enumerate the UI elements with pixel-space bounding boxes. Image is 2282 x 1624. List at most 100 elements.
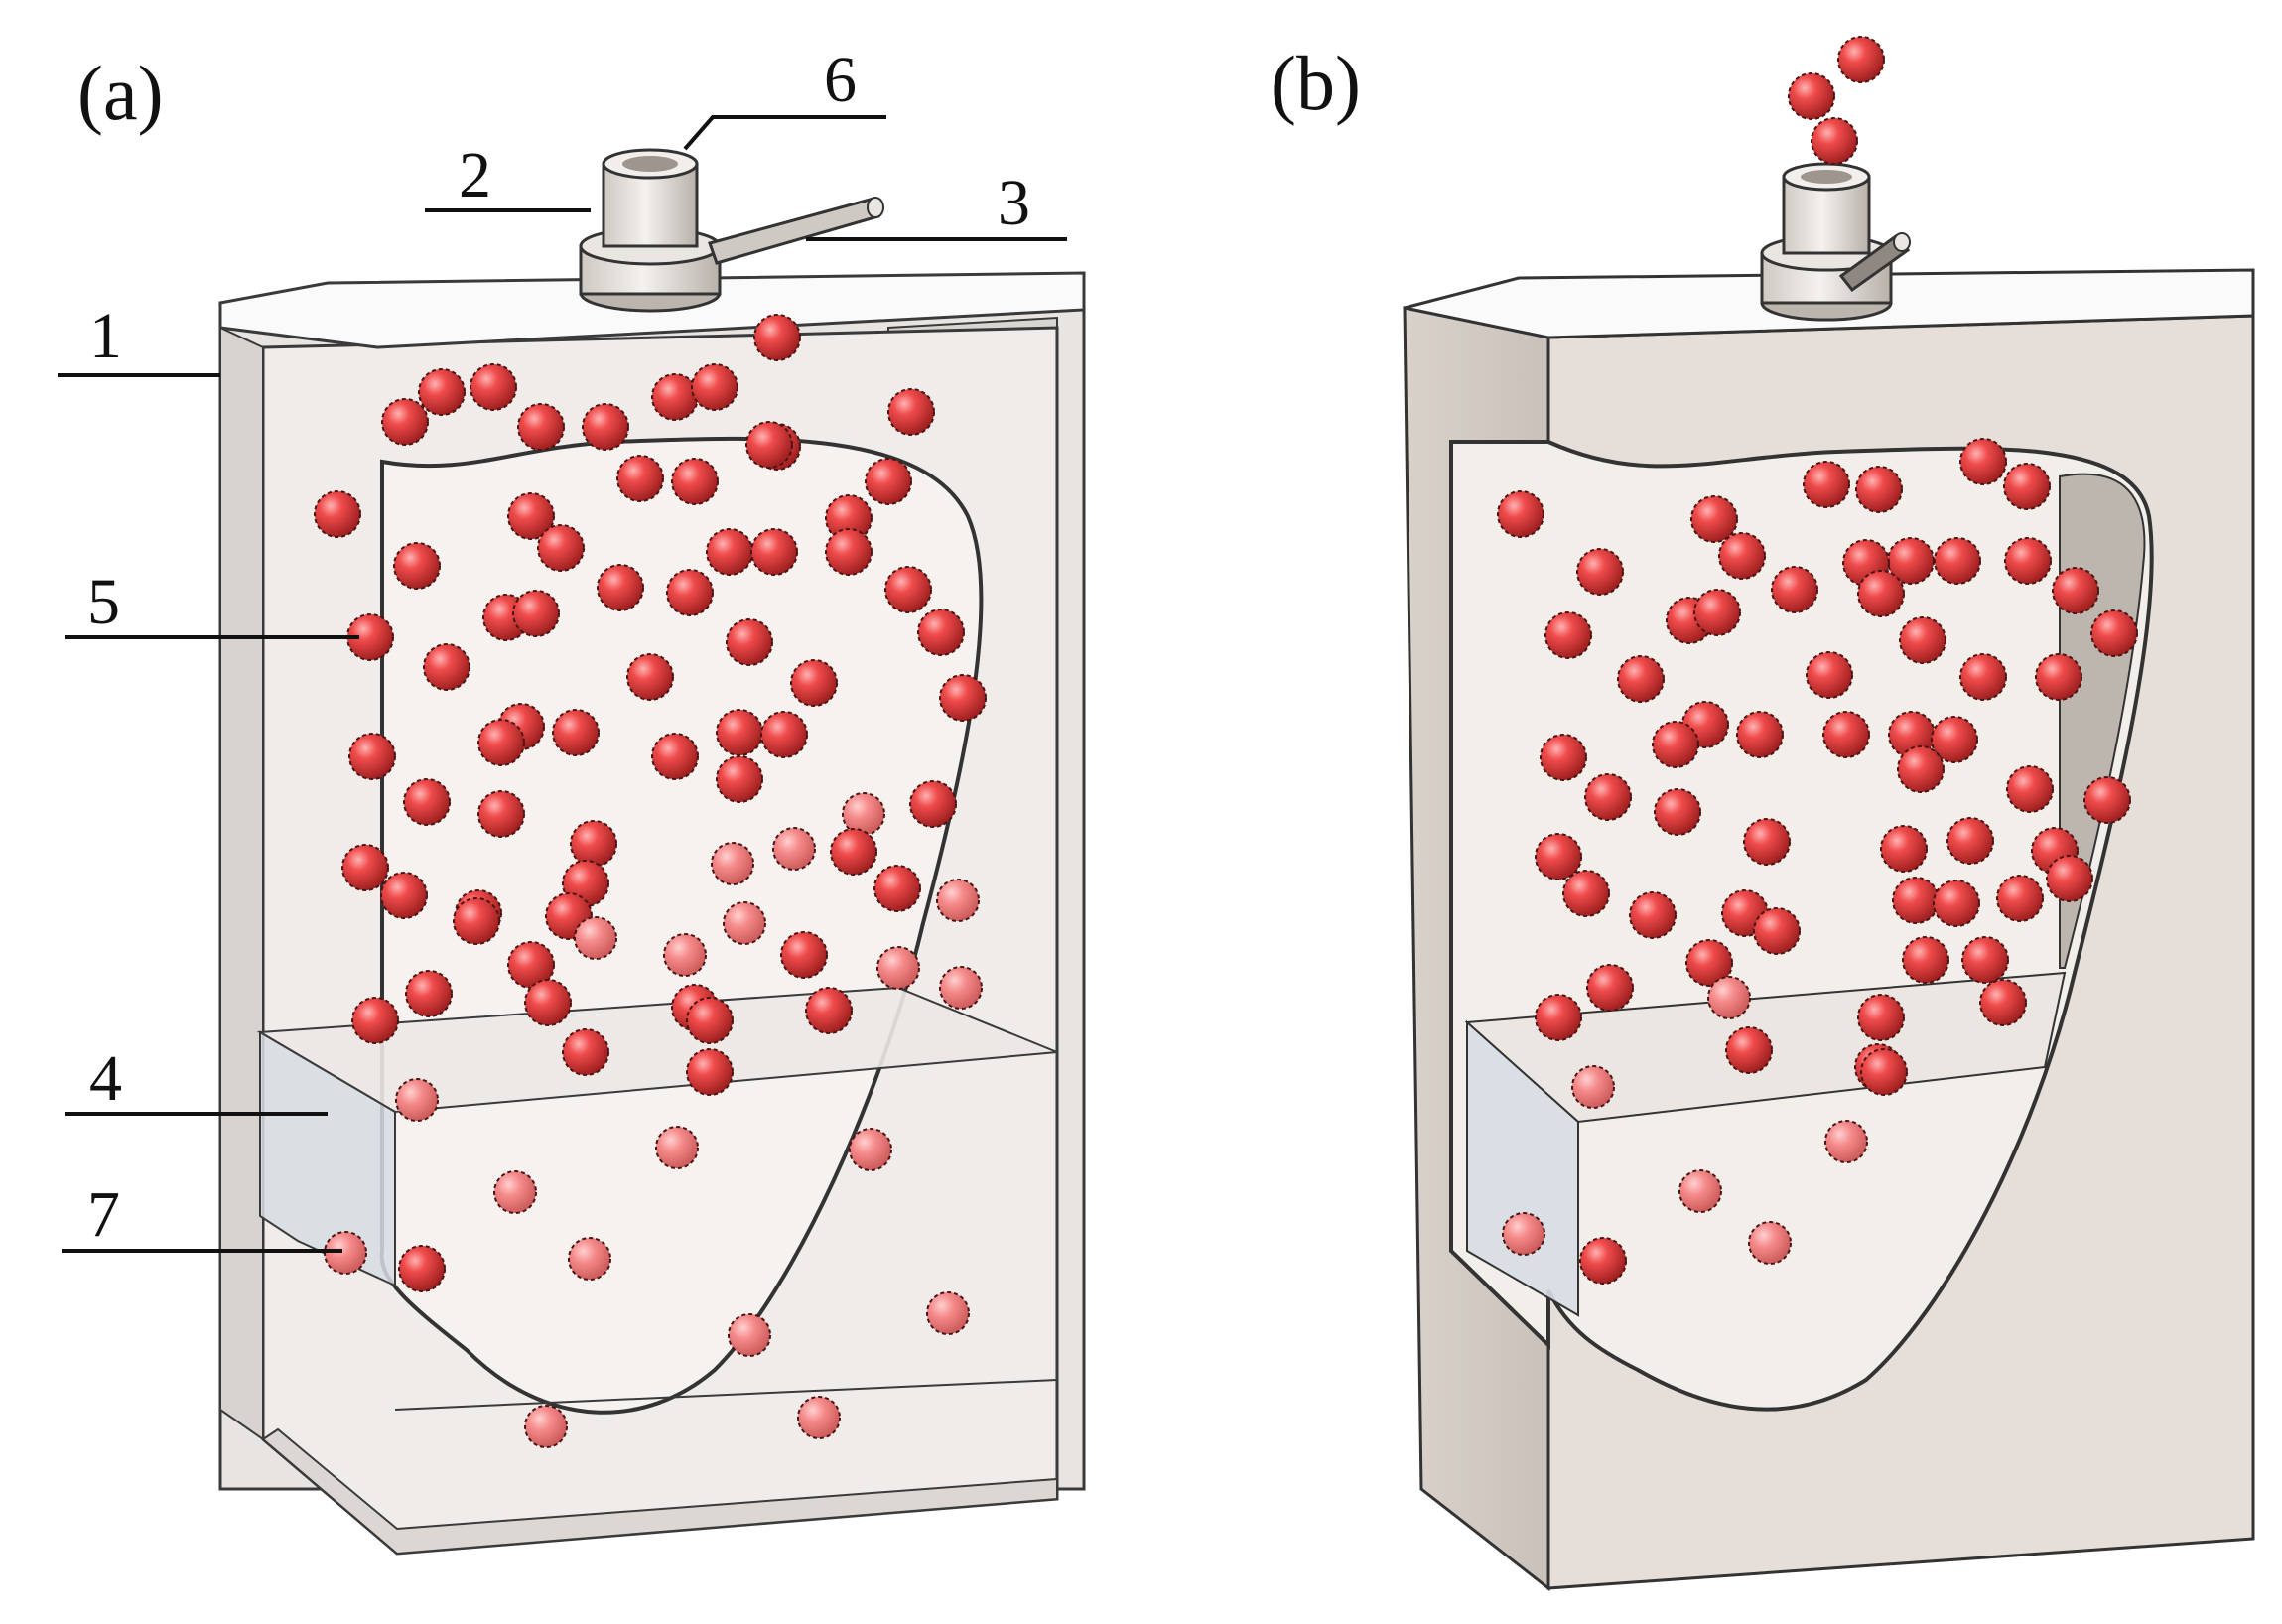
callout-4-number: 4 [89,1042,122,1115]
panel-a-ball [691,363,738,411]
panel-a-ball [524,979,572,1026]
panel-b-ball [1576,548,1624,596]
panel-b-ball [1718,532,1766,580]
panel-b-ball [2003,463,2051,510]
panel-a-ball [537,524,585,572]
panel-a-ball [393,542,441,590]
panel-b-ball [1743,818,1791,866]
panel-b-ball [1857,570,1905,617]
panel-a-ball [663,933,707,977]
panel-b-ball [1544,611,1592,659]
panel-b-ball [1771,566,1818,613]
panel-a-ball [750,528,798,576]
panel-a-ball [686,1048,734,1096]
panel-a-ball [562,1028,609,1076]
panel-b-spout [1760,162,1911,322]
panel-a-ball [939,966,983,1010]
panel-a-label: (a) [77,50,164,136]
panel-a-ball [909,780,957,828]
panel-b-ball [1996,875,2044,922]
panel-a-ball [671,458,719,505]
callout-6-line [683,115,886,151]
panel-b-ball [1685,939,1733,987]
panel-b-ball [1748,1221,1792,1265]
panel-a-ball [381,398,429,446]
callout-2-number: 2 [459,139,491,211]
panel-a-spout [579,148,884,313]
panel-b-ball [1707,976,1751,1019]
panel-a-ball [716,709,763,756]
panel-b-ball [1933,880,1980,927]
panel-b-ball [1654,788,1701,836]
panel-b-ball [1892,877,1940,924]
panel-a-ball [395,1078,439,1122]
panel-a-ball [716,755,763,803]
panel-a-ball [745,421,793,469]
panel-b-ball [1899,616,1946,664]
panel-b-ball [2052,567,2099,614]
panel-a-ball [887,388,935,436]
panel-b-ball [1880,825,1928,873]
panel-b-ball [2035,653,2082,701]
panel-a-ball [666,569,714,616]
panel-a-leader-lines [58,115,1067,1253]
panel-a-ball [423,643,470,691]
panel-a-ball [651,373,699,421]
panel-a-base [261,1427,1058,1556]
panel-b-ball [1540,734,1587,781]
panel-a-ball [398,1245,446,1292]
panel-b-ball [1753,907,1801,955]
panel-a-ball [341,844,389,891]
panel-b-ball [1857,994,1905,1041]
panel-a-ball [477,790,525,838]
panel-a-ball [351,997,399,1044]
panel-a-ball [711,842,754,885]
panel-b-ball [1502,1212,1545,1256]
panel-a-ball [570,820,617,868]
panel-b-ball [1617,655,1665,703]
panel-b-ball [1586,964,1634,1012]
panel-b-ball [1535,833,1582,880]
panel-b-ball [1897,745,1945,793]
panel-b-ball [1584,773,1632,821]
panel-a-ball [512,590,560,637]
panel-a-floor-edge [394,1379,1058,1411]
panel-a-ball [517,403,565,451]
panel-b-ball [1579,1237,1627,1285]
panel-a-balls [314,314,987,1448]
panel-a-ball [830,828,877,876]
panel-a-ball [726,618,773,666]
panel-a-ball [616,455,664,502]
panel-b-ball [1652,721,1699,768]
panel-b-ball [1803,461,1850,508]
panel-a-ball [797,1396,841,1439]
panel-b-ball [1860,1048,1908,1096]
panel-a-ball [524,1405,568,1448]
panel-b-ball [1946,817,1994,865]
panel-a-ball [597,564,644,611]
callout-3-number: 3 [998,167,1030,239]
panel-b-ball [1979,979,2027,1026]
panel-a-ball [582,403,629,451]
panel-b-label: (b) [1271,40,1361,126]
panel-b-ball [1736,711,1784,758]
panel-a-ball [706,528,753,576]
callout-5-number: 5 [87,566,120,638]
panel-a-ball [842,792,885,836]
panel-a-ball [723,901,766,945]
panel-b-shelf-front [1466,1019,1579,1317]
panel-b-handle [1838,232,1911,293]
panel-b-ball [1837,36,1885,83]
panel-b-ball [1855,466,1903,513]
panel-a-ball [936,879,980,922]
panel-b-ball [1497,490,1544,538]
panel-b-ball [2006,765,2054,813]
panel-b-ball [2004,537,2052,585]
callout-6-number: 6 [824,44,857,116]
panel-a-ball [405,970,453,1017]
panel-b-ball [1571,1065,1615,1109]
panel-b-ball [1931,716,1978,763]
panel-b-ball [1535,994,1582,1041]
panel-b-ball [1822,711,1870,758]
panel-b-ball [1725,1026,1773,1074]
